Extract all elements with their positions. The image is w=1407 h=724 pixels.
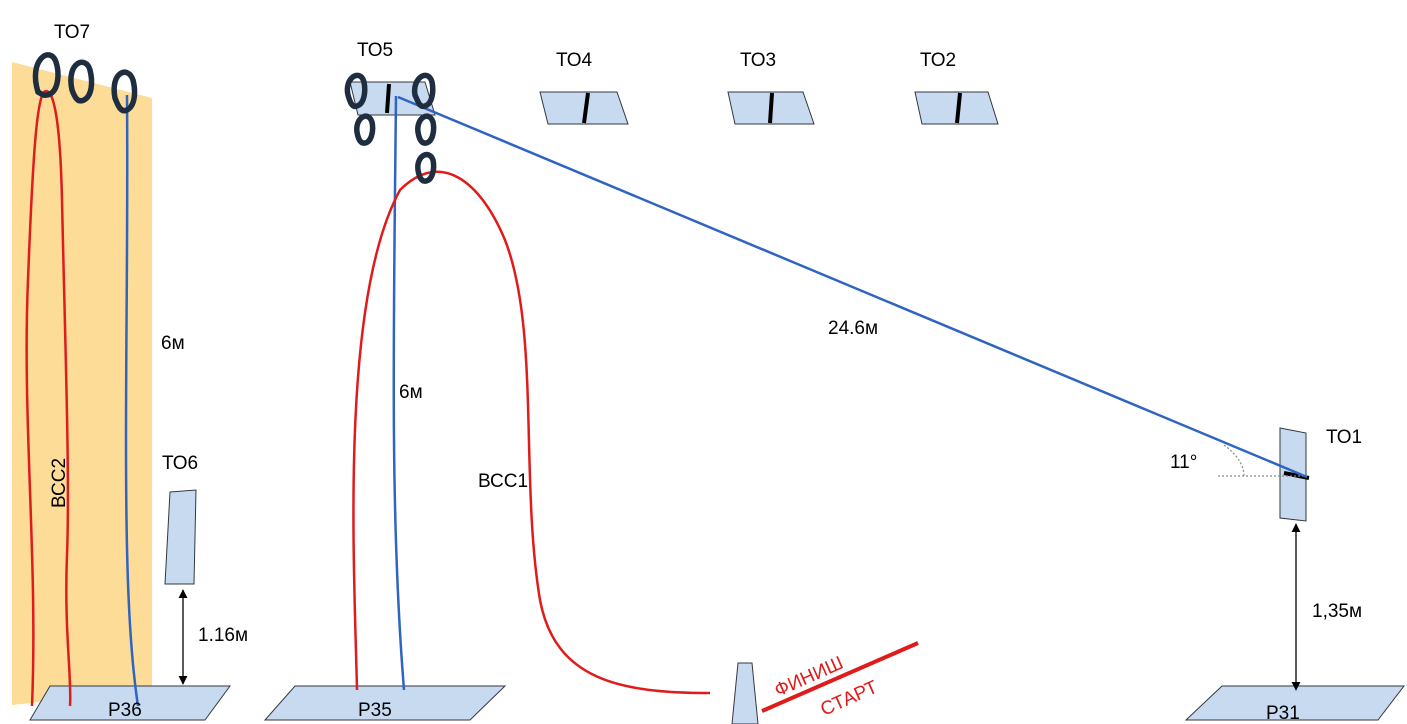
- blue-rope-wall: [124, 94, 140, 707]
- carabiner-icon: [415, 113, 437, 146]
- red-rope-left: [25, 89, 72, 707]
- carabiner-icon: [411, 72, 436, 110]
- zone-r35-label: Р35: [358, 700, 392, 721]
- zone-r35-plate: [263, 685, 507, 721]
- to5-label: ТО5: [357, 40, 393, 61]
- climbing-wall: [12, 62, 152, 705]
- traverse-line: [397, 95, 1308, 479]
- carabiner-icon: [32, 52, 61, 98]
- to6-label: ТО6: [162, 453, 198, 474]
- start-finish-post: [731, 662, 759, 724]
- to1-label: ТО1: [1326, 427, 1362, 448]
- to3-label: ТО3: [740, 50, 776, 71]
- to6-panel: [164, 489, 197, 585]
- carabiner-icon: [68, 59, 95, 104]
- start-finish-line: [761, 641, 919, 713]
- to2-marker: [955, 92, 962, 124]
- carabiner-icon: [111, 69, 138, 114]
- to3-marker: [768, 92, 774, 124]
- to6-height-label: 1.16м: [198, 625, 248, 646]
- red-rope-vss1: [352, 170, 711, 695]
- carabiner-icon: [354, 113, 376, 146]
- angle-arc: [1223, 444, 1245, 477]
- to1-height-label: 1,35м: [1312, 601, 1362, 622]
- to7-label: ТО7: [54, 22, 90, 43]
- angle-label: 11°: [1170, 452, 1197, 473]
- zone-r36-label: Р36: [108, 700, 142, 721]
- vss1-label: ВСС1: [478, 471, 528, 492]
- to2-label: ТО2: [920, 50, 956, 71]
- vss2-label: ВСС2: [49, 458, 70, 508]
- blue-rope-to5: [392, 95, 406, 691]
- to5-height-label: 6м: [399, 382, 423, 403]
- wall-height-label: 6м: [161, 333, 185, 354]
- zone-r36-plate: [29, 685, 231, 721]
- traverse-length-label: 24.6м: [828, 318, 878, 339]
- to4-marker: [582, 92, 590, 124]
- zone-r31-plate: [1184, 685, 1406, 721]
- carabiner-icon: [344, 72, 368, 110]
- to4-label: ТО4: [556, 50, 593, 71]
- zone-r31-label: Р31: [1266, 703, 1300, 724]
- to5-marker: [385, 83, 391, 114]
- carabiner-icon: [415, 151, 437, 184]
